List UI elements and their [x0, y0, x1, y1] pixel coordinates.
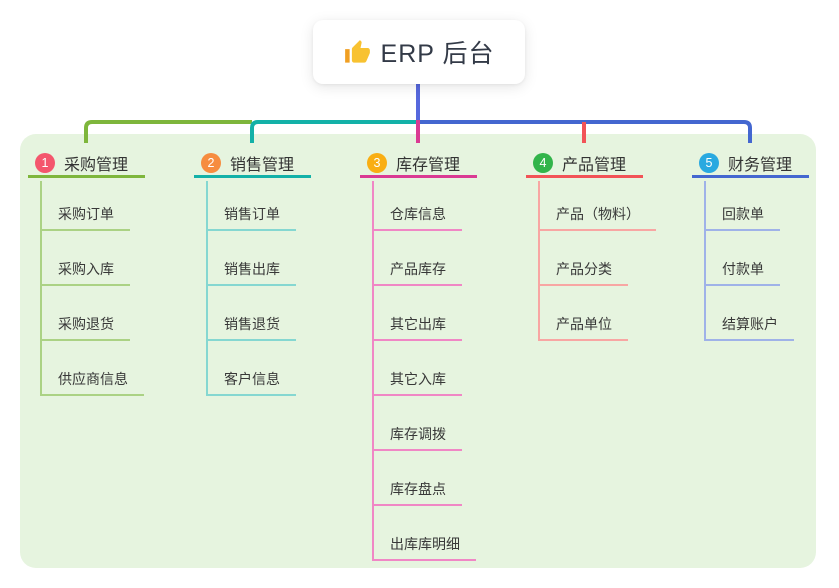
branch-number-badge: 3 [367, 152, 387, 173]
branch-label: 产品管理 [562, 156, 627, 174]
node-product-category[interactable]: 产品分类 [538, 259, 628, 286]
node-sales-order[interactable]: 销售订单 [206, 204, 296, 231]
root-node[interactable]: ERP 后台 [313, 20, 525, 84]
branch-child-line [704, 181, 706, 341]
node-product-stock[interactable]: 产品库存 [372, 259, 462, 286]
branch-product: 4 产品管理 产品（物料） 产品分类 产品单位 [526, 150, 692, 568]
node-product-material[interactable]: 产品（物料） [538, 204, 656, 231]
node-sales-outbound[interactable]: 销售出库 [206, 259, 296, 286]
branch-label: 采购管理 [64, 156, 129, 174]
branch-label: 财务管理 [728, 156, 793, 174]
node-stock-transfer[interactable]: 库存调拨 [372, 424, 462, 451]
branch-header-finance[interactable]: 5 财务管理 [692, 150, 809, 178]
branch-child-line [372, 181, 374, 561]
connector-branch-finance [418, 120, 752, 143]
node-payment-bill[interactable]: 付款单 [704, 259, 780, 286]
branch-number-badge: 1 [35, 152, 55, 173]
node-stock-taking[interactable]: 库存盘点 [372, 479, 462, 506]
node-other-inbound[interactable]: 其它入库 [372, 369, 462, 396]
branch-label: 库存管理 [396, 156, 461, 174]
connector-branch-purchase [84, 120, 252, 143]
branch-number-badge: 5 [699, 152, 719, 173]
branch-finance: 5 财务管理 回款单 付款单 结算账户 [692, 150, 839, 568]
branch-purchase: 1 采购管理 采购订单 采购入库 采购退货 供应商信息 [28, 150, 194, 568]
branch-child-line [40, 181, 42, 396]
node-purchase-order[interactable]: 采购订单 [40, 204, 130, 231]
node-warehouse-info[interactable]: 仓库信息 [372, 204, 462, 231]
branch-header-product[interactable]: 4 产品管理 [526, 150, 643, 178]
branch-header-purchase[interactable]: 1 采购管理 [28, 150, 145, 178]
node-purchase-inbound[interactable]: 采购入库 [40, 259, 130, 286]
node-other-outbound[interactable]: 其它出库 [372, 314, 462, 341]
node-product-unit[interactable]: 产品单位 [538, 314, 628, 341]
connector-branch-sales [250, 120, 418, 143]
node-sales-return[interactable]: 销售退货 [206, 314, 296, 341]
branch-number-badge: 2 [201, 152, 221, 173]
branch-header-sales[interactable]: 2 销售管理 [194, 150, 311, 178]
branch-label: 销售管理 [230, 156, 295, 174]
branch-header-inventory[interactable]: 3 库存管理 [360, 150, 477, 178]
node-purchase-return[interactable]: 采购退货 [40, 314, 130, 341]
connector-lines [84, 82, 752, 143]
branch-sales: 2 销售管理 销售订单 销售出库 销售退货 客户信息 [194, 150, 360, 568]
branch-number-badge: 4 [533, 152, 553, 173]
root-title: ERP 后台 [380, 40, 495, 68]
branch-child-line [206, 181, 208, 396]
branch-inventory: 3 库存管理 仓库信息 产品库存 其它出库 其它入库 库存调拨 库存盘点 出库库… [360, 150, 526, 568]
thumbs-up-icon [344, 39, 370, 63]
node-settlement-account[interactable]: 结算账户 [704, 314, 794, 341]
node-supplier-info[interactable]: 供应商信息 [40, 369, 144, 396]
branch-child-line [538, 181, 540, 341]
branches-panel [20, 134, 816, 568]
node-customer-info[interactable]: 客户信息 [206, 369, 296, 396]
node-inout-detail[interactable]: 出库库明细 [372, 534, 476, 561]
node-receipt-bill[interactable]: 回款单 [704, 204, 780, 231]
